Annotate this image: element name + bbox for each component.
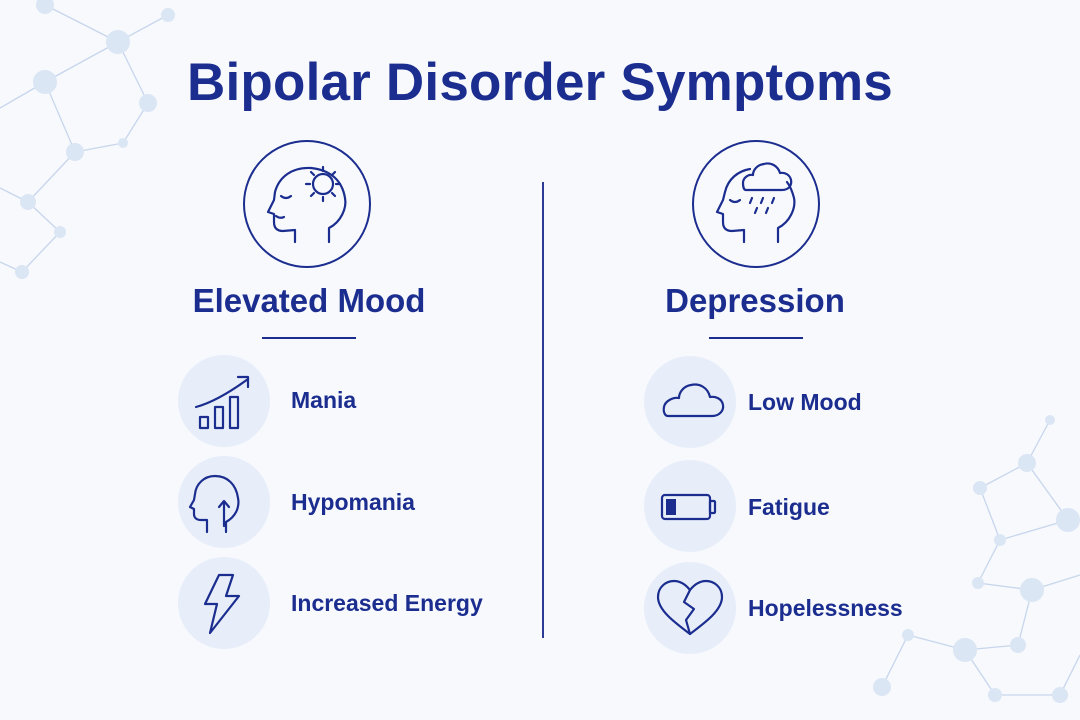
symptom-label-mania: Mania	[291, 387, 357, 413]
lightning-bolt-icon	[203, 573, 241, 635]
elevated-mood-underline	[262, 337, 356, 339]
elevated-mood-heading: Elevated Mood	[192, 282, 426, 319]
cloud-icon	[662, 383, 725, 418]
low-battery-icon	[660, 493, 717, 521]
cloud-icon-badge	[644, 356, 736, 448]
lightning-bolt-icon-badge	[178, 557, 270, 649]
symptom-label-hopelessness: Hopelessness	[748, 595, 903, 621]
elevated-mood-column: Elevated Mood Mania Hypomania Increased …	[178, 140, 483, 649]
elevated-mood-hero	[243, 140, 371, 268]
symptom-label-fatigue: Fatigue	[748, 494, 830, 520]
page-title: Bipolar Disorder Symptoms	[187, 53, 893, 112]
depression-column: Depression Low Mood Fatigue Hopelessness	[540, 0, 1080, 720]
broken-heart-icon-badge	[644, 562, 736, 654]
head-with-sun-icon	[266, 165, 347, 244]
symptom-label-hypomania: Hypomania	[291, 489, 415, 515]
rising-chart-icon-badge	[178, 355, 270, 447]
column-divider	[542, 182, 544, 638]
broken-heart-icon	[656, 579, 724, 636]
symptom-label-low-mood: Low Mood	[748, 389, 862, 415]
head-with-rain-cloud-icon	[715, 162, 796, 244]
head-arrow-up-icon-badge	[178, 456, 270, 548]
depression-hero	[692, 140, 820, 268]
depression-underline	[709, 337, 803, 339]
depression-heading: Depression	[665, 282, 845, 319]
head-arrow-up-icon	[188, 474, 240, 534]
symptom-label-increased-energy: Increased Energy	[291, 590, 483, 616]
rising-chart-icon	[194, 375, 250, 430]
low-battery-icon-badge	[644, 460, 736, 552]
